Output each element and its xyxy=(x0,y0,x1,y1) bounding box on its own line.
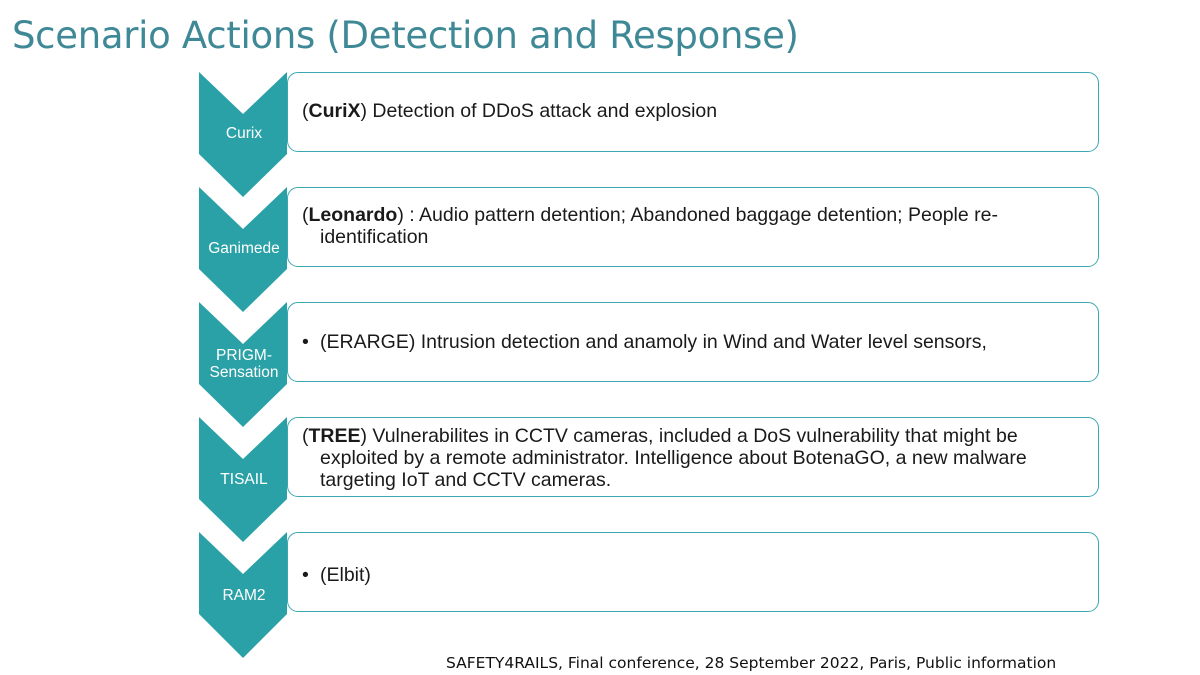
step-label-line: PRIGM- xyxy=(216,347,272,364)
step-box-curix: (CuriX) Detection of DDoS attack and exp… xyxy=(287,72,1099,152)
organization-name: CuriX xyxy=(308,100,361,122)
text-fragment: ( xyxy=(302,204,309,226)
step-description: (Leonardo) : Audio pattern detention; Ab… xyxy=(302,204,1084,248)
organization-name: Leonardo xyxy=(308,204,398,226)
step-box-ganimede: (Leonardo) : Audio pattern detention; Ab… xyxy=(287,187,1099,267)
step-description: (TREE) Vulnerabilites in CCTV cameras, i… xyxy=(302,425,1090,491)
chevron-shape-ganimede xyxy=(199,187,287,312)
chevron-shape-curix xyxy=(199,72,287,197)
step-label-curix: Curix xyxy=(225,125,263,142)
chevron-shape-prigm-sensation xyxy=(199,302,287,427)
step-box-ram2: • (Elbit) xyxy=(287,532,1099,612)
step-label-prigm-sensation: PRIGM- Sensation xyxy=(198,347,290,381)
text-fragment: (ERARGE) Intrusion detection and anamoly… xyxy=(320,331,987,353)
text-fragment: ( xyxy=(302,100,309,122)
text-fragment: (Elbit) xyxy=(320,564,371,586)
step-box-prigm-sensation: • (ERARGE) Intrusion detection and anamol… xyxy=(287,302,1099,382)
step-description: (CuriX) Detection of DDoS attack and exp… xyxy=(302,100,1084,122)
step-label-ram2: RAM2 xyxy=(222,587,266,604)
organization-name: TREE xyxy=(308,425,361,447)
text-fragment: ) Detection of DDoS attack and explosion xyxy=(360,100,718,122)
step-label-tisail: TISAIL xyxy=(220,471,268,488)
chevron-shape-tisail xyxy=(199,417,287,542)
footer-caption: SAFETY4RAILS, Final conference, 28 Septe… xyxy=(446,654,1057,672)
step-description: • (ERARGE) Intrusion detection and anamol… xyxy=(302,331,1084,353)
chevron-shape-ram2 xyxy=(199,532,287,658)
step-label-ganimede: Ganimede xyxy=(208,240,280,257)
step-description: • (Elbit) xyxy=(302,564,1084,586)
text-fragment: ) : Audio pattern detention; Abandoned b… xyxy=(320,204,998,248)
slide-title: Scenario Actions (Detection and Response… xyxy=(12,14,799,57)
text-fragment: ( xyxy=(302,425,309,447)
chevron-process-column xyxy=(199,72,287,658)
step-box-tisail: (TREE) Vulnerabilites in CCTV cameras, i… xyxy=(287,417,1099,497)
text-fragment: ) Vulnerabilites in CCTV cameras, includ… xyxy=(320,425,1027,491)
bullet: • xyxy=(302,564,309,586)
step-label-line: Sensation xyxy=(209,364,279,381)
bullet: • xyxy=(302,331,309,353)
